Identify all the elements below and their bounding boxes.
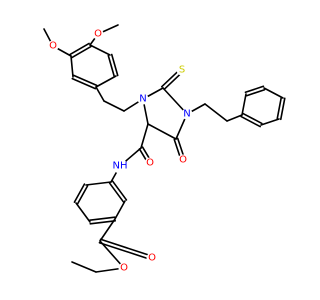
molecule-structure-diagram: O O N N S O O NH bbox=[43, 24, 286, 274]
atom-o-ester-carbonyl-label: O bbox=[148, 253, 156, 264]
bond-es-oe bbox=[99, 238, 154, 258]
bond-b5-b6 bbox=[245, 88, 266, 97]
bond-a1-a2 bbox=[71, 45, 92, 59]
bond-r3-r4 bbox=[89, 219, 117, 225]
bond-b3-b4 bbox=[276, 96, 283, 120]
bond-b5-b6 bbox=[244, 85, 265, 94]
atom-o-ester-ether-label: O bbox=[120, 263, 128, 274]
atom-labels: O O N N S O O NH bbox=[47, 28, 193, 274]
atom-nh-amide: NH bbox=[112, 158, 128, 174]
bond-r6-r1 bbox=[85, 181, 112, 186]
bond-c5-ch bbox=[140, 123, 149, 149]
bond-p1-p2 bbox=[204, 103, 228, 122]
bond-b1-b2 bbox=[240, 115, 261, 128]
atom-n1-label: N bbox=[139, 94, 146, 105]
atom-o-methoxy-top: O bbox=[92, 28, 104, 40]
bond-a4-c1 bbox=[95, 86, 105, 102]
bond-r1-r2 bbox=[111, 180, 128, 201]
atom-o-ester-carbonyl: O bbox=[146, 252, 158, 264]
bond-a5-a6 bbox=[110, 53, 119, 77]
atom-o-ester-ether: O bbox=[118, 262, 130, 274]
bond-c1-c2 bbox=[103, 100, 125, 112]
atom-o-methoxy-left: O bbox=[47, 40, 59, 52]
bond-b3-b4 bbox=[279, 97, 286, 121]
bond-r4-r5 bbox=[75, 202, 91, 223]
atom-o-amide: O bbox=[144, 157, 156, 169]
bond-a2-a3 bbox=[70, 55, 74, 78]
atom-n3-label: N bbox=[183, 109, 190, 120]
atom-s-thione-label: S bbox=[179, 65, 185, 76]
bond-a1-a2 bbox=[69, 42, 90, 56]
atom-n3: N bbox=[181, 108, 193, 120]
bond-b1-b2 bbox=[242, 112, 263, 125]
bond-p2-b1 bbox=[226, 114, 243, 122]
atom-o-methoxy-left-label: O bbox=[49, 41, 57, 52]
bond-a3-a4 bbox=[71, 77, 97, 90]
atom-o-ring-carbonyl: O bbox=[177, 154, 189, 166]
bond-a3-a4 bbox=[72, 74, 98, 87]
bond-b2-b3 bbox=[260, 118, 280, 126]
bond-b6-b1 bbox=[241, 93, 247, 116]
atom-o-amide-label: O bbox=[146, 158, 154, 169]
bond-r5-r6 bbox=[73, 183, 86, 203]
bonds bbox=[43, 24, 286, 273]
bond-r3-r4 bbox=[88, 216, 116, 222]
bond-e1-e2 bbox=[71, 261, 97, 273]
bond-r1-r2 bbox=[108, 182, 125, 203]
bond-b4-b5 bbox=[263, 87, 284, 99]
atom-o-ring-carbonyl-label: O bbox=[179, 155, 187, 166]
bond-c2r-n3 bbox=[162, 87, 188, 115]
bond-a6-a1 bbox=[89, 44, 111, 56]
bond-a5-a6 bbox=[107, 54, 116, 78]
bond-r5-r6 bbox=[76, 185, 89, 205]
bond-a4-a5 bbox=[95, 75, 117, 88]
bond-es-oet bbox=[99, 240, 125, 269]
atom-nh-amide-label: NH bbox=[113, 161, 128, 172]
bond-r3-es bbox=[99, 218, 116, 242]
atom-s-thione: S bbox=[176, 64, 188, 76]
bond-c4-c5 bbox=[147, 123, 177, 140]
atom-n1: N bbox=[137, 93, 149, 105]
bond-r2-r3 bbox=[114, 200, 126, 220]
bond-es-oe bbox=[98, 241, 153, 261]
atom-o-methoxy-top-label: O bbox=[94, 29, 102, 40]
